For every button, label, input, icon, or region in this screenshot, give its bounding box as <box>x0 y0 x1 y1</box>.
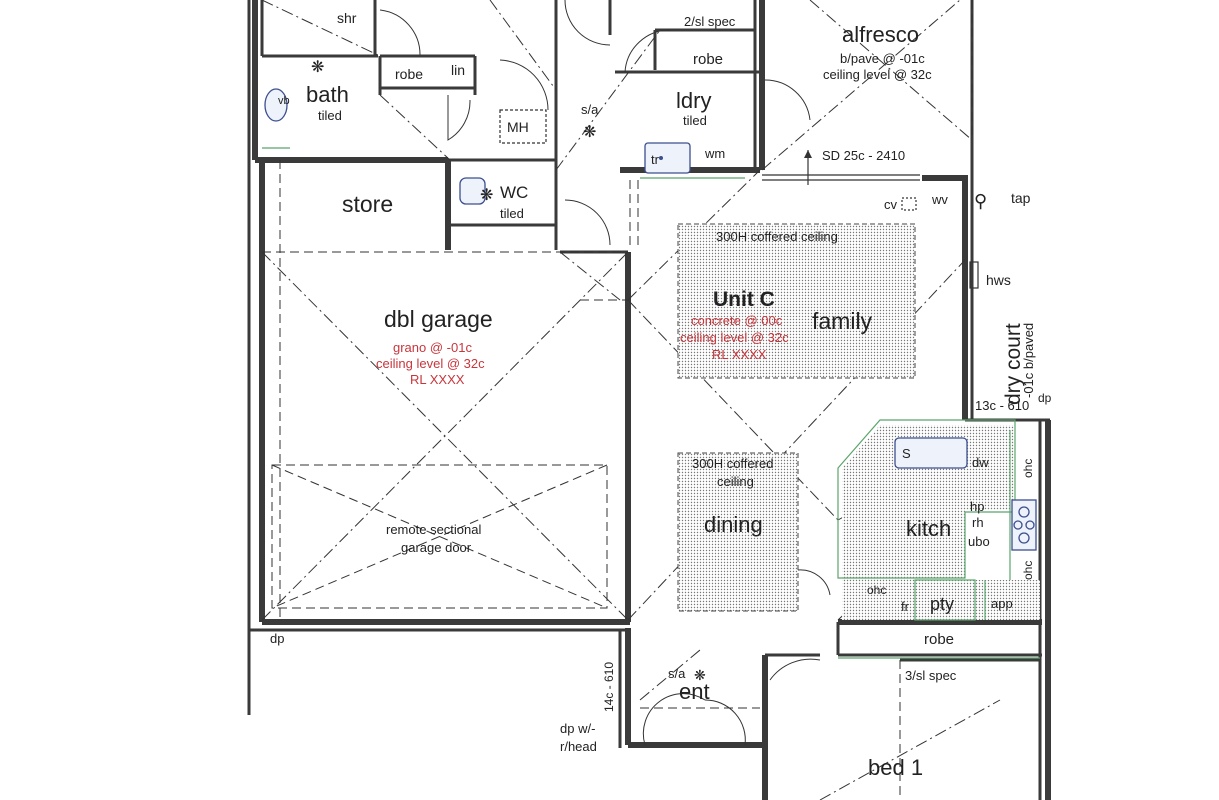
downpipe-head-label-1: dp w/- <box>560 721 595 736</box>
laundry-trough <box>644 142 691 174</box>
cv-label: cv <box>884 197 898 212</box>
appliance-label: app <box>991 596 1013 611</box>
smoke-alarm-label: s/a <box>668 666 686 681</box>
toilet <box>459 177 486 205</box>
overhead-cupboard-label: ohc <box>1021 459 1035 478</box>
overhead-cupboard-label: ohc <box>1021 561 1035 580</box>
shower-label: shr <box>337 10 357 26</box>
linen-label: lin <box>451 62 465 78</box>
hws-label: hws <box>986 272 1011 288</box>
kitchen-sink <box>894 437 968 469</box>
spec-label: 3/sl spec <box>905 668 957 683</box>
downpipe-garage-label: dp <box>270 631 284 646</box>
hotplate-label: hp <box>970 499 984 514</box>
store-label: store <box>342 191 393 217</box>
tap-label: tap <box>1011 190 1031 206</box>
garage-door-label-1: remote sectional <box>386 522 481 537</box>
manhole <box>499 109 547 144</box>
garage-note-2: ceiling level @ 32c <box>376 356 485 371</box>
unit-label: Unit C <box>713 288 775 311</box>
downpipe-entry-label: 14c - 610 <box>602 662 616 712</box>
laundry-tiled-label: tiled <box>683 113 707 128</box>
manhole-label: MH <box>507 119 529 135</box>
robe-label: robe <box>924 631 954 648</box>
alfresco-label: alfresco <box>842 22 919 47</box>
wv-label: wv <box>931 192 948 207</box>
smoke-alarm-icon: ❋ <box>311 59 324 76</box>
smoke-alarm-label: s/a <box>581 102 599 117</box>
sliding-door-label: SD 25c - 2410 <box>822 148 905 163</box>
unit-note-3: RL XXXX <box>712 347 767 362</box>
coffered-ceiling-family <box>677 223 916 379</box>
fixtures <box>264 88 1037 551</box>
downpipe-head-label-2: r/head <box>560 739 597 754</box>
kitchen-bench <box>842 425 1015 580</box>
kitchen-cabinetry <box>262 147 1040 659</box>
kitchen-label: kitch <box>906 516 951 541</box>
hws-unit <box>969 261 979 289</box>
kitchen-lower-bench <box>842 580 1040 620</box>
dry-court-note: -01c b/paved <box>1021 323 1036 398</box>
garage-note-1: grano @ -01c <box>393 340 472 355</box>
smoke-alarm-icon: ❋ <box>583 124 596 141</box>
robe-label: robe <box>395 66 423 82</box>
bedroom-label: bed 1 <box>868 755 923 780</box>
washing-machine-label: wm <box>704 146 725 161</box>
underbench-oven-label: ubo <box>968 534 990 549</box>
dishwasher-label: dw <box>972 455 989 470</box>
vanity-basin <box>264 88 288 122</box>
dining-coffered-label-1: 300H coffered <box>692 456 773 471</box>
bath-tiled-label: tiled <box>318 108 342 123</box>
laundry-label: ldry <box>676 88 711 113</box>
spec-label: 2/sl spec <box>684 14 736 29</box>
downpipe-label: dp <box>1038 391 1052 405</box>
structural-walls <box>247 0 1051 800</box>
unit-note-1: concrete @ 00c <box>691 313 783 328</box>
cv-box <box>901 197 917 211</box>
smoke-alarm-icon: ❋ <box>694 667 706 683</box>
family-label: family <box>812 308 873 334</box>
wc-label: WC <box>500 183 528 202</box>
door-swings <box>379 0 831 746</box>
tap-icon: ⚲ <box>974 191 987 211</box>
trough-label: tr <box>651 152 660 167</box>
fridge-label: fr <box>901 599 910 614</box>
unit-note-2: ceiling level @ 32c <box>680 330 789 345</box>
garage-label: dbl garage <box>384 306 493 332</box>
exhaust-fan-icon: ❋ <box>480 187 493 204</box>
alfresco-note-2: ceiling level @ 32c <box>823 67 932 82</box>
family-coffered-label: 300H coffered ceiling <box>716 229 838 244</box>
vanity-label: vb <box>278 95 290 107</box>
rangehood-label: rh <box>972 515 984 530</box>
entry-label: ent <box>679 679 710 704</box>
dining-label: dining <box>704 512 763 537</box>
bath-label: bath <box>306 82 349 107</box>
ceiling-lines <box>261 0 1001 800</box>
room-labels: shr robe lin bath tiled vb MH s/a 2/sl s… <box>270 10 1052 780</box>
dry-court-label: dry court <box>1002 323 1025 405</box>
dining-coffered-label-2: ceiling <box>717 474 754 489</box>
garage-note-3: RL XXXX <box>410 372 465 387</box>
wc-tiled-label: tiled <box>500 206 524 221</box>
pantry-label: pty <box>930 594 954 614</box>
sink-label: S <box>902 446 911 461</box>
overhead-cupboard-label: ohc <box>867 583 886 597</box>
robe-label: robe <box>693 51 723 68</box>
alfresco-note-1: b/pave @ -01c <box>840 51 925 66</box>
downpipe-court-label: 13c - 610 <box>975 398 1029 413</box>
coffered-ceiling-dining <box>677 452 799 612</box>
garage-door-label-2: garage door <box>401 540 472 555</box>
